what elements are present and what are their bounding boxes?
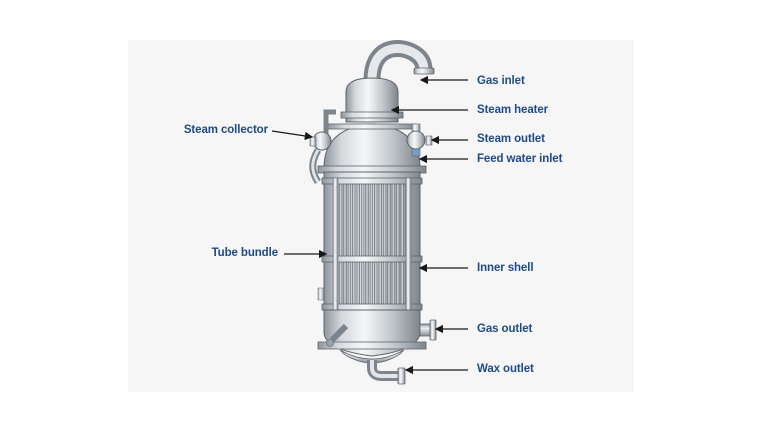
tube-7 bbox=[370, 184, 373, 304]
tube-9 bbox=[379, 184, 382, 304]
tube-3 bbox=[352, 184, 355, 304]
tube-13 bbox=[396, 184, 399, 304]
label-gas-inlet: Gas inlet bbox=[477, 75, 525, 88]
steam-heater-dome bbox=[341, 78, 403, 122]
tube-4 bbox=[357, 184, 360, 304]
tube-8 bbox=[374, 184, 377, 304]
label-inner-shell: Inner shell bbox=[477, 262, 533, 275]
gas-outlet-nozzle bbox=[420, 320, 436, 340]
arrow-steam-collector bbox=[272, 131, 312, 137]
tube-0 bbox=[339, 184, 342, 304]
tube-14 bbox=[401, 184, 404, 304]
tube-10 bbox=[383, 184, 386, 304]
label-feed-water-inlet: Feed water inlet bbox=[477, 153, 562, 166]
tube-2 bbox=[348, 184, 351, 304]
gas-inlet-pipe bbox=[372, 48, 434, 80]
label-steam-collector: Steam collector bbox=[176, 124, 268, 137]
tube-11 bbox=[387, 184, 390, 304]
wax-outlet-pipe bbox=[372, 360, 405, 384]
label-gas-outlet: Gas outlet bbox=[477, 323, 532, 336]
vessel-top-head bbox=[318, 124, 426, 173]
tube-12 bbox=[392, 184, 395, 304]
label-steam-outlet: Steam outlet bbox=[477, 133, 545, 146]
tube-5 bbox=[361, 184, 364, 304]
label-tube-bundle: Tube bundle bbox=[196, 247, 278, 260]
label-wax-outlet: Wax outlet bbox=[477, 363, 534, 376]
tube-1 bbox=[343, 184, 346, 304]
tube-6 bbox=[365, 184, 368, 304]
vessel-bottom-section bbox=[318, 310, 426, 363]
label-steam-heater: Steam heater bbox=[477, 104, 548, 117]
